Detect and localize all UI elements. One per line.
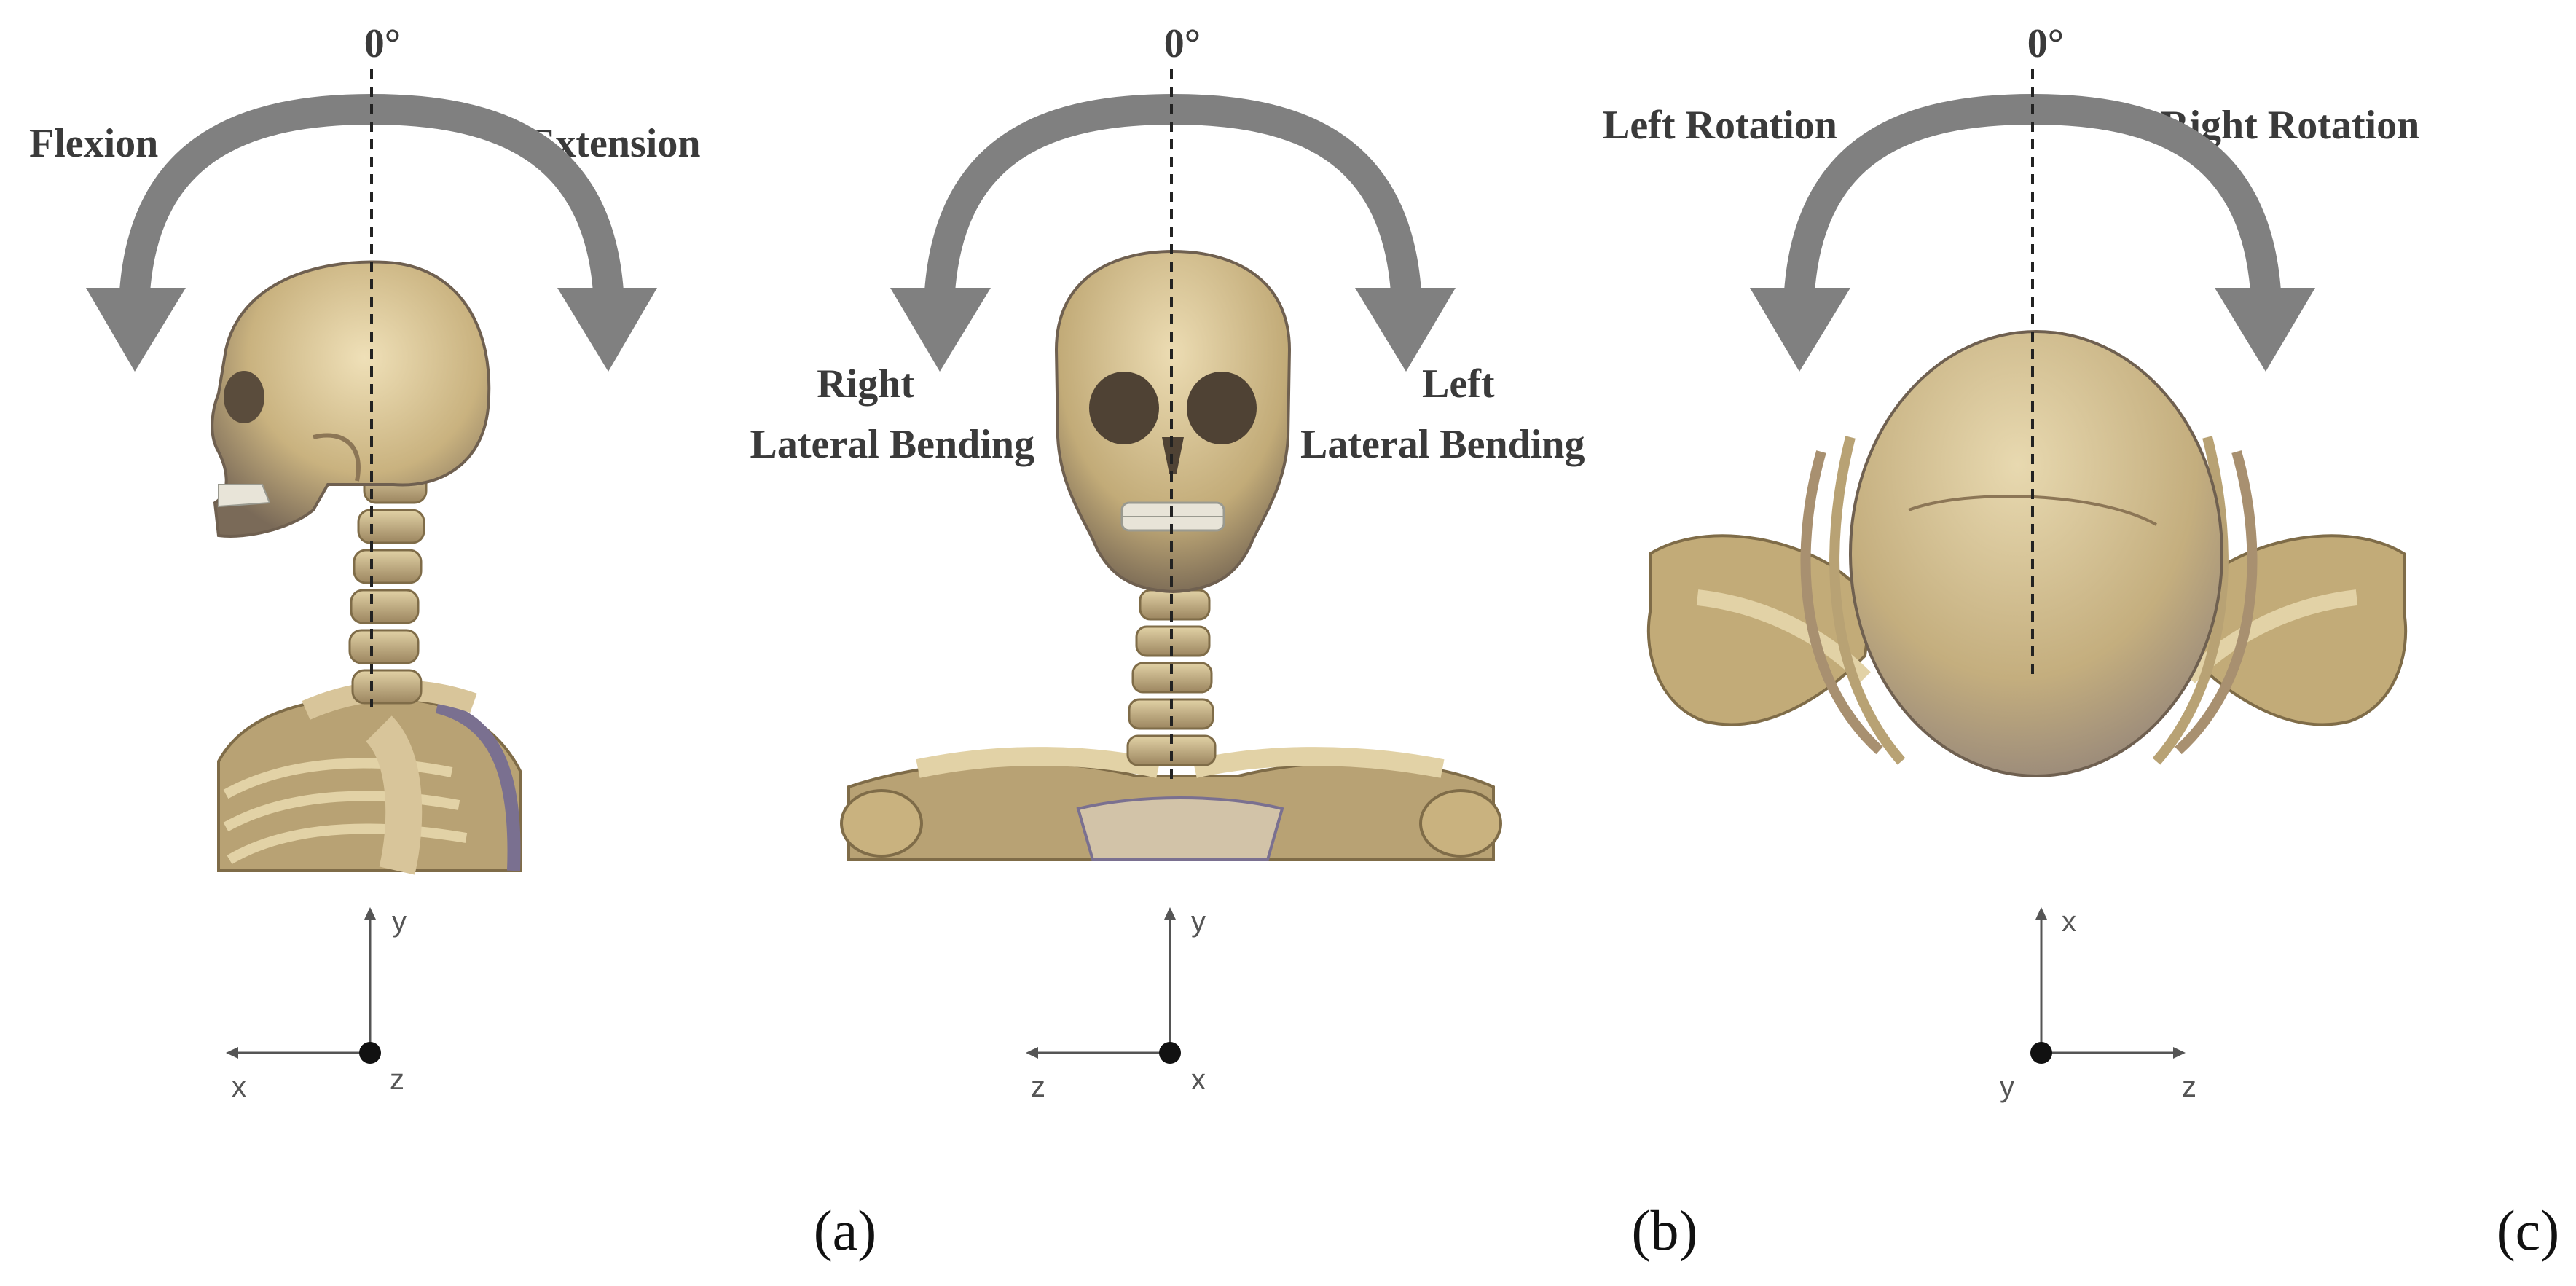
panel-a: 0° Flexion Extension (29, 21, 876, 1262)
arrowhead-right (2215, 288, 2315, 372)
panel-c-motion-left: Left Rotation (1603, 103, 1837, 148)
panel-b-axes: y z x (1026, 906, 1206, 1103)
arrowhead-left (86, 288, 186, 372)
panel-b-motion-left-line1: Right (817, 361, 914, 407)
panel-c-axis-origin-label: y (2000, 1071, 2014, 1103)
panel-b-motion-left-line2: Lateral Bending (750, 422, 1034, 467)
panel-b-axis-side-label: z (1031, 1071, 1045, 1103)
panel-c-axis-side-label: z (2182, 1071, 2196, 1103)
panel-b-zero-label: 0° (1164, 21, 1201, 66)
panel-a-motion-left: Flexion (29, 121, 158, 166)
panel-a-axis-side-label: x (232, 1071, 246, 1103)
panel-c-caption: (c) (2497, 1199, 2560, 1262)
panel-c-zero-label: 0° (2027, 21, 2064, 66)
skeleton-superior-view (1646, 330, 2408, 777)
panel-a-zero-label: 0° (364, 21, 401, 66)
panel-c-axes: x z y (2000, 906, 2196, 1103)
panel-b-axis-up-label: y (1191, 906, 1206, 938)
arrowhead-left (890, 288, 991, 372)
panel-a-caption: (a) (814, 1199, 877, 1262)
panel-c: 0° Left Rotation Right Rotation (1603, 21, 2559, 1262)
panel-b-caption: (b) (1632, 1199, 1698, 1262)
skeleton-frontal-view (840, 249, 1502, 861)
panel-b-motion-right-line1: Left (1422, 361, 1495, 407)
arrowhead-left (1750, 288, 1850, 372)
skeleton-lateral-view (211, 260, 522, 875)
panel-b: 0° Right Lateral Bending Left Lateral Be… (750, 21, 1698, 1262)
panel-a-axes: y x z (226, 906, 407, 1103)
panel-b-motion-right-line2: Lateral Bending (1300, 422, 1585, 467)
panel-a-axis-origin-label: z (390, 1064, 404, 1096)
arrowhead-right (557, 288, 657, 372)
arrowhead-right (1355, 288, 1456, 372)
panel-c-axis-up-label: x (2062, 906, 2076, 938)
panel-b-axis-origin-label: x (1191, 1064, 1206, 1096)
panel-a-axis-up-label: y (392, 906, 407, 938)
